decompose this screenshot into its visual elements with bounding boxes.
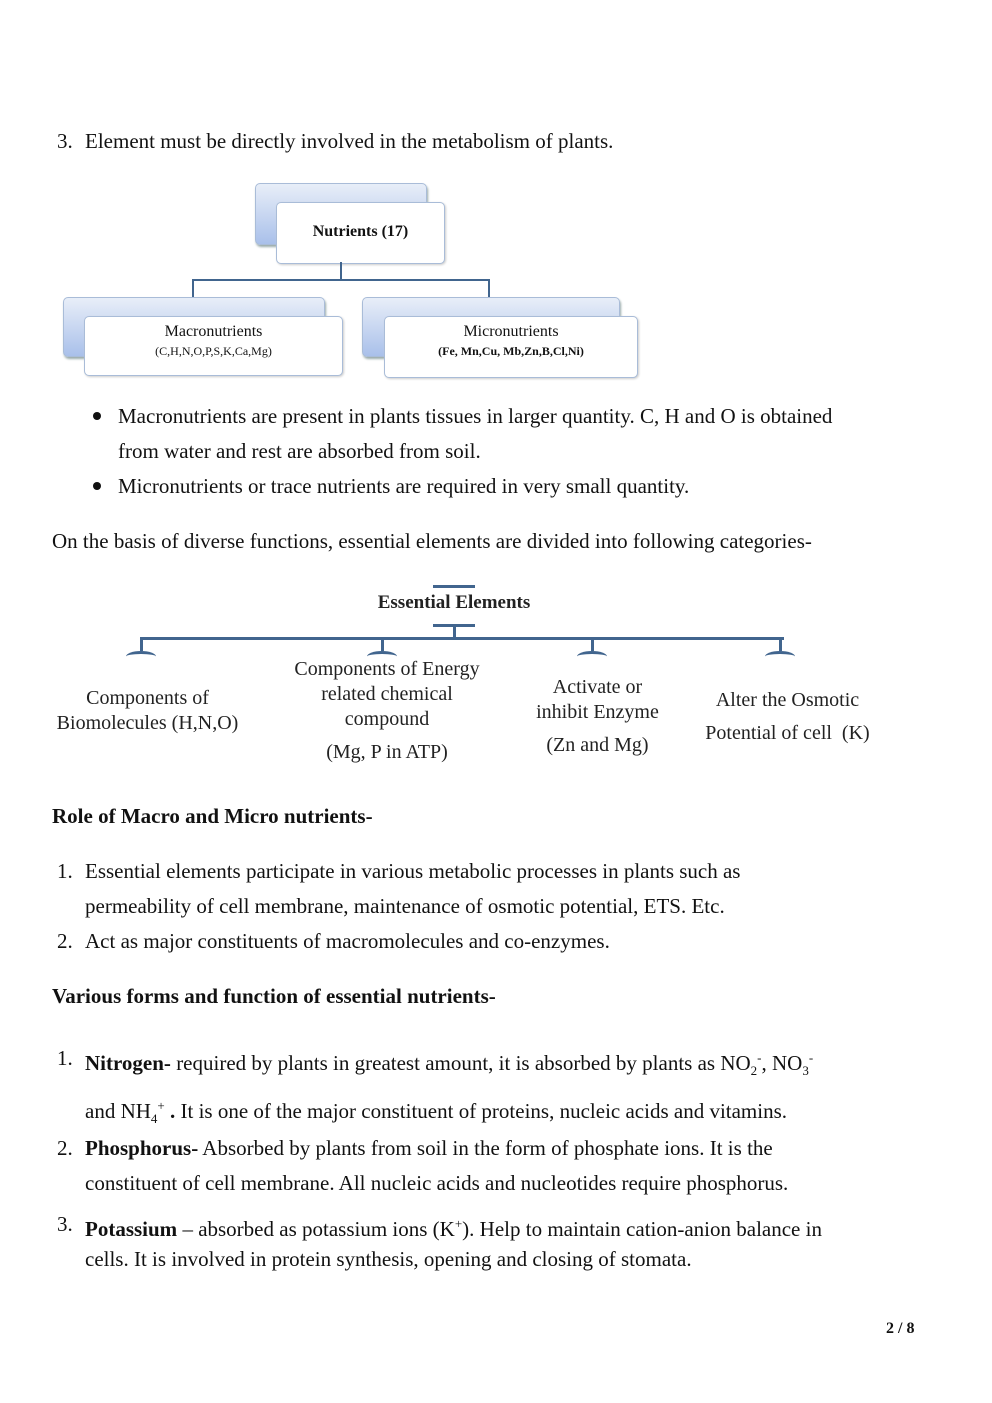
box-title: Macronutrients <box>164 323 263 340</box>
list-number: 3. <box>57 129 73 153</box>
list-number: 3. <box>57 1212 73 1236</box>
bullet-icon <box>93 482 101 490</box>
category-biomolecules: Components of Biomolecules (H,N,O) <box>56 687 239 734</box>
potassium-item-line1: Potassium – absorbed as potassium ions (… <box>85 1216 822 1241</box>
diagram-root-label: Nutrients (17) <box>312 223 409 240</box>
page-number: 2 / 8 <box>886 1320 915 1337</box>
category-enzyme: Activate or inhibit Enzyme (Zn and Mg) <box>536 676 659 756</box>
bullet-text: from water and rest are absorbed from so… <box>118 439 481 463</box>
macronutrients-box: Macronutrients (C,H,N,O,P,S,K,Ca,Mg) <box>84 316 343 376</box>
potassium-item-line2: cells. It is involved in protein synthes… <box>85 1247 692 1271</box>
paragraph: On the basis of diverse functions, essen… <box>52 529 812 553</box>
nutrients-root-box: Nutrients (17) <box>276 202 445 264</box>
list-item-text: permeability of cell membrane, maintenan… <box>85 894 725 918</box>
micronutrients-box: Micronutrients (Fe, Mn,Cu, Mb,Zn,B,Cl,Ni… <box>384 316 638 378</box>
nitrogen-item-line2: and NH4+ . It is one of the major consti… <box>85 1098 788 1127</box>
list-number: 1. <box>57 1046 73 1070</box>
phosphorus-item-line2: constituent of cell membrane. All nuclei… <box>85 1171 789 1195</box>
bullet-text: Micronutrients or trace nutrients are re… <box>118 474 690 498</box>
diagram-root-label: Essential Elements <box>377 592 531 613</box>
phosphorus-item-line1: Phosphorus- Absorbed by plants from soil… <box>85 1136 773 1160</box>
category-energy-compounds: Components of Energy related chemical co… <box>294 658 480 763</box>
bullet-text: Macronutrients are present in plants tis… <box>118 404 833 428</box>
list-item-text: Essential elements participate in variou… <box>85 859 741 883</box>
box-title: Micronutrients <box>463 323 559 340</box>
list-item-text: Act as major constituents of macromolecu… <box>85 929 610 953</box>
bullet-icon <box>93 412 101 420</box>
section-heading: Role of Macro and Micro nutrients- <box>52 804 373 828</box>
list-number: 1. <box>57 859 73 883</box>
section-heading: Various forms and function of essential … <box>52 984 496 1008</box>
nitrogen-item-line1: Nitrogen- required by plants in greatest… <box>85 1050 814 1079</box>
box-elements: (Fe, Mn,Cu, Mb,Zn,B,Cl,Ni) <box>438 344 584 358</box>
list-item-text: Element must be directly involved in the… <box>85 129 614 153</box>
list-number: 2. <box>57 929 73 953</box>
box-elements: (C,H,N,O,P,S,K,Ca,Mg) <box>155 344 272 358</box>
list-number: 2. <box>57 1136 73 1160</box>
category-osmotic: Alter the Osmotic Potential of cell (K) <box>705 689 870 744</box>
